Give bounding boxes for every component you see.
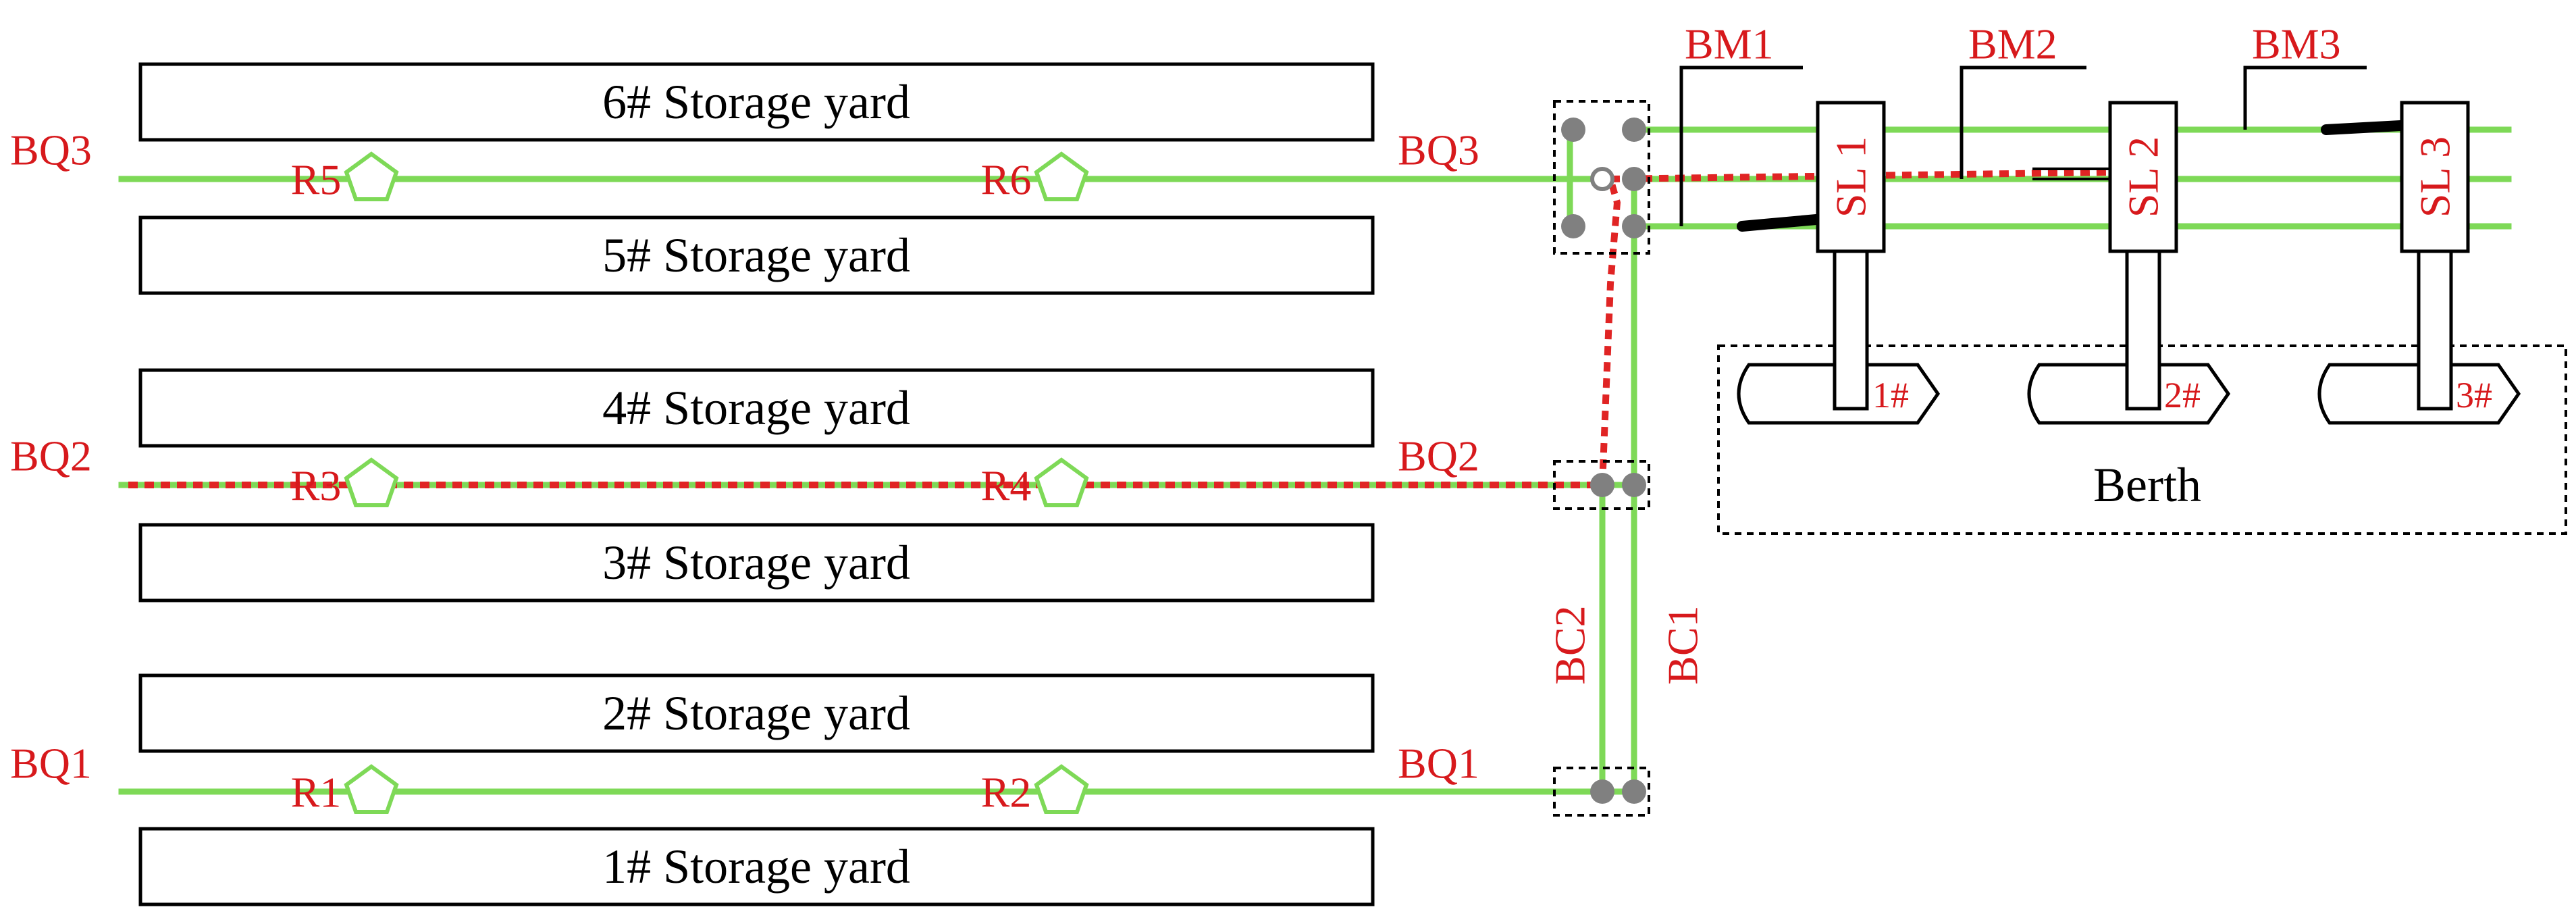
sl2-head: [2108, 101, 2178, 253]
robot-r6-label: R6: [981, 156, 1032, 204]
robots: [344, 151, 1089, 814]
robot-r3-icon: [344, 457, 399, 507]
junction-nodes: [1561, 118, 1646, 804]
robot-r5-icon: [344, 151, 399, 201]
robot-r2-icon: [1034, 764, 1089, 814]
bm2-label: BM2: [1968, 20, 2057, 68]
bm1-label: BM1: [1685, 20, 1774, 68]
robot-r2-label: R2: [981, 769, 1032, 817]
robot-labels: R5 R6 R3 R4 R1 R2: [291, 156, 1032, 817]
storage-yard-labels: 6# Storage yard 5# Storage yard 4# Stora…: [602, 75, 910, 894]
node: [1622, 167, 1646, 191]
node: [1590, 779, 1614, 804]
bq3-left-label: BQ3: [10, 126, 92, 174]
storage-yard-6-label: 6# Storage yard: [602, 75, 910, 129]
sl1-column: [1833, 248, 1869, 411]
node: [1590, 473, 1614, 497]
node: [1622, 473, 1646, 497]
sl3-head: [2400, 101, 2470, 253]
robot-r4-label: R4: [981, 462, 1032, 510]
node: [1622, 779, 1646, 804]
robot-r6-icon: [1034, 151, 1089, 201]
storage-yards: [138, 62, 1375, 906]
robot-r3-label: R3: [291, 462, 342, 510]
sl3-column: [2417, 248, 2453, 411]
node: [1561, 214, 1585, 238]
shiploader-booms: [1737, 120, 2406, 232]
bq1-left-label: BQ1: [10, 740, 92, 788]
bq3-right-label: BQ3: [1398, 126, 1479, 174]
junction-box-top: [1553, 100, 1650, 255]
node: [1561, 118, 1585, 142]
ship-3-label: 3#: [2456, 375, 2492, 415]
ship-2-label: 2#: [2164, 375, 2201, 415]
junction-boxes: [1553, 100, 1650, 817]
bm1-leader: [1679, 66, 1803, 226]
bq2-right-label: BQ2: [1398, 432, 1479, 480]
sl3-label: SL 3: [2411, 136, 2459, 217]
storage-yard-2: [138, 673, 1375, 753]
sl2-tripper: [2032, 168, 2110, 180]
shiploaders: [1816, 101, 2470, 411]
storage-yard-4-label: 4# Storage yard: [602, 381, 910, 435]
storage-yard-1-label: 1# Storage yard: [602, 840, 910, 894]
bc2-label: BC2: [1546, 605, 1594, 684]
storage-yard-1: [138, 827, 1375, 906]
storage-yard-6: [138, 62, 1375, 142]
sl2-label: SL 2: [2120, 136, 2167, 217]
storage-yard-5: [138, 215, 1375, 295]
node: [1622, 214, 1646, 238]
junction-box-bottom: [1553, 767, 1650, 817]
robot-r1-icon: [344, 764, 399, 814]
robot-r1-label: R1: [291, 769, 342, 817]
junction-box-middle: [1553, 460, 1650, 510]
robot-r5-label: R5: [291, 156, 342, 204]
line-labels: BQ3 BQ2 BQ1 BQ3 BQ2 BQ1: [10, 126, 1479, 788]
storage-yard-4: [138, 368, 1375, 448]
sl1-boom: [1737, 214, 1822, 232]
robot-r4-icon: [1034, 457, 1089, 507]
storage-yard-3-label: 3# Storage yard: [602, 536, 910, 590]
node-open: [1590, 167, 1614, 191]
sl2-column: [2125, 248, 2161, 411]
bq2-left-label: BQ2: [10, 432, 92, 480]
bq1-right-label: BQ1: [1398, 740, 1479, 788]
bc1-label: BC1: [1659, 605, 1707, 684]
bm3-label: BM3: [2252, 20, 2341, 68]
berth-title: Berth: [2093, 458, 2201, 512]
storage-yard-2-label: 2# Storage yard: [602, 686, 910, 740]
storage-yard-5-label: 5# Storage yard: [602, 228, 910, 282]
bm3-leader: [2243, 66, 2367, 130]
bm2-leader: [1960, 66, 2086, 179]
route-vertical-segment: [1599, 178, 1621, 486]
bm-leaders: [1679, 66, 2367, 226]
storage-yard-3: [138, 523, 1375, 602]
sl1-head: [1816, 101, 1886, 253]
sl3-boom: [2321, 120, 2406, 135]
berth-area: [1717, 344, 2567, 535]
node: [1622, 118, 1646, 142]
ship-1-label: 1#: [1872, 375, 1909, 415]
sl1-label: SL 1: [1827, 136, 1875, 217]
